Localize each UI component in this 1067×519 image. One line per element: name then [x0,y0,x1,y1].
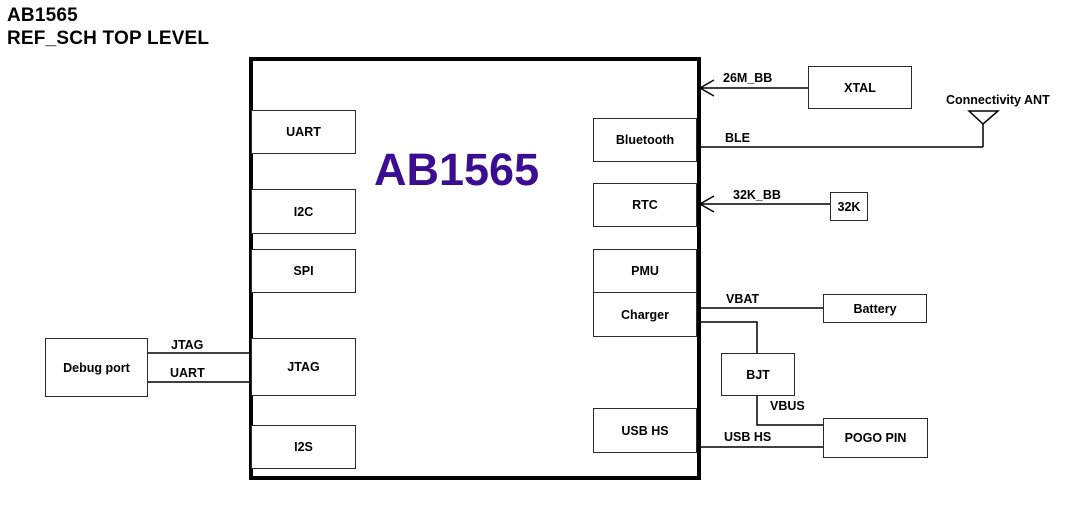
module-spi-label: SPI [293,264,314,278]
arrowhead-left-32k-icon [698,195,715,213]
block-battery: Battery [823,294,927,323]
antenna-icon [967,110,1001,126]
block-pogo-pin-label: POGO PIN [844,431,907,445]
module-pmu-label: PMU [631,264,659,278]
block-xtal: XTAL [808,66,912,109]
signal-label-jtag: JTAG [171,338,204,352]
module-jtag: JTAG [251,338,356,396]
module-jtag-label: JTAG [287,360,320,374]
arrowhead-left-26m-icon [698,79,715,97]
block-bjt: BJT [721,353,795,396]
wire-vbus [756,396,823,426]
chip-name: AB1565 [374,144,540,195]
module-uart-label: UART [286,125,321,139]
block-debug-port-label: Debug port [63,360,130,375]
signal-label-usb-hs: USB HS [724,430,772,444]
block-xtal-label: XTAL [844,80,876,95]
block-32k: 32K [830,192,868,221]
module-rtc-label: RTC [632,198,658,212]
module-i2s: I2S [251,425,356,469]
module-charger-label: Charger [621,307,669,322]
module-usb-hs: USB HS [593,408,697,453]
module-rtc: RTC [593,183,697,227]
signal-label-26m-bb: 26M_BB [723,71,773,85]
page-title-product: AB1565 [7,5,78,26]
block-bjt-label: BJT [746,367,770,382]
page-title-sheet: REF_SCH TOP LEVEL [7,28,210,49]
block-debug-port: Debug port [45,338,148,397]
block-pogo-pin: POGO PIN [823,418,928,458]
module-charger: Charger [593,292,697,337]
block-32k-label: 32K [837,199,861,214]
signal-label-vbat: VBAT [726,292,760,306]
module-uart: UART [251,110,356,154]
wire-charger-bjt [698,321,758,353]
module-usb-hs-label: USB HS [621,423,669,438]
antenna-label: Connectivity ANT [946,93,1050,107]
signal-label-ble: BLE [725,131,750,145]
module-bluetooth-label: Bluetooth [615,133,675,147]
block-battery-label: Battery [853,301,897,316]
module-i2c: I2C [251,189,356,234]
module-pmu: PMU [593,249,697,293]
module-bluetooth: Bluetooth [593,118,697,162]
module-i2s-label: I2S [294,440,313,454]
module-spi: SPI [251,249,356,293]
signal-label-uart: UART [170,366,205,380]
module-i2c-label: I2C [293,204,314,219]
signal-label-vbus: VBUS [770,399,805,413]
signal-label-32k-bb: 32K_BB [733,188,781,202]
